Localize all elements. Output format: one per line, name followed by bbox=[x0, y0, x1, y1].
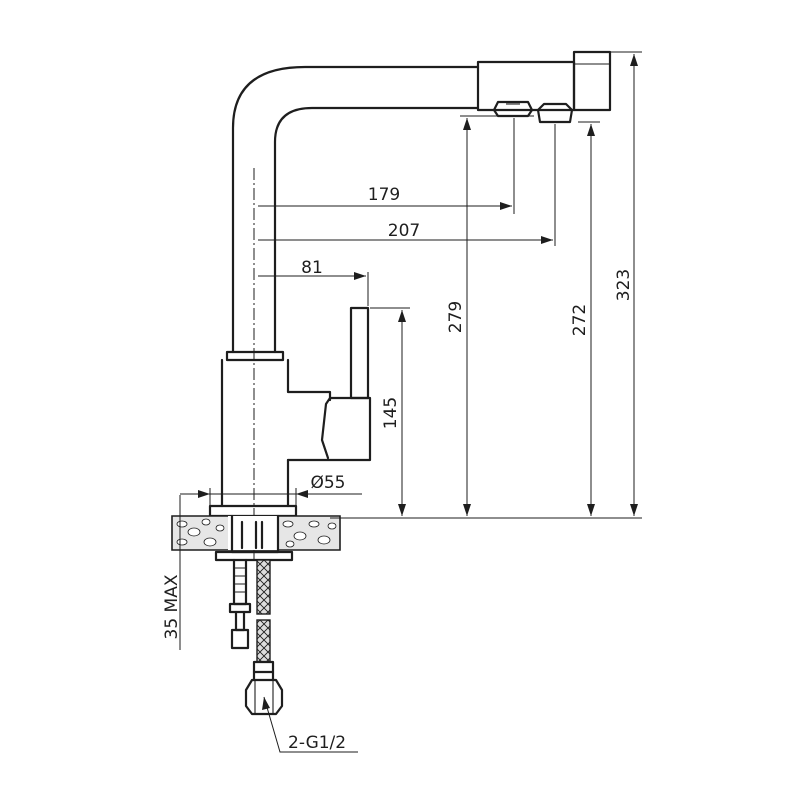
nut-neck bbox=[252, 670, 275, 682]
spout-inner bbox=[273, 106, 480, 354]
dim-label-dia55: Ø55 bbox=[310, 473, 345, 493]
dimensioning: 179 207 81 279 272 323 145 bbox=[162, 51, 642, 753]
leader-g12 bbox=[263, 696, 358, 753]
spout-head-cap bbox=[572, 50, 612, 112]
dim-label-279: 279 bbox=[446, 301, 466, 333]
mounting-rods bbox=[240, 520, 264, 550]
stud-nut bbox=[228, 602, 252, 614]
dim-label-g12: 2-G1/2 bbox=[288, 733, 346, 753]
handle-cartridge bbox=[286, 396, 372, 462]
base-flange bbox=[208, 504, 298, 518]
dim-label-207: 207 bbox=[388, 221, 420, 241]
braided-hose-upper bbox=[256, 559, 271, 615]
braided-hose-lower bbox=[256, 619, 271, 663]
dim-label-323: 323 bbox=[614, 269, 634, 301]
hose-1-fitting bbox=[230, 628, 250, 650]
nut-faces bbox=[254, 680, 274, 714]
dim-label-145: 145 bbox=[381, 397, 401, 429]
stud-thread bbox=[234, 567, 246, 593]
spout-outer bbox=[231, 65, 480, 354]
threaded-stud bbox=[232, 558, 248, 606]
dim-label-81: 81 bbox=[301, 258, 323, 278]
dim-label-272: 272 bbox=[570, 304, 590, 336]
faucet-body bbox=[220, 358, 332, 508]
hose-ferrule bbox=[252, 660, 275, 674]
outlet-2 bbox=[536, 102, 574, 124]
handle-lever bbox=[349, 306, 370, 400]
mounting-assembly bbox=[214, 514, 294, 716]
mounting-nut-washer bbox=[214, 550, 294, 562]
g12-connector-nut bbox=[244, 678, 284, 716]
dim-label-35max: 35 MAX bbox=[162, 574, 182, 639]
hose-1-stem bbox=[234, 610, 246, 632]
faucet-outline bbox=[208, 50, 612, 518]
spout-collar bbox=[225, 350, 285, 362]
dim-label-179: 179 bbox=[368, 185, 400, 205]
